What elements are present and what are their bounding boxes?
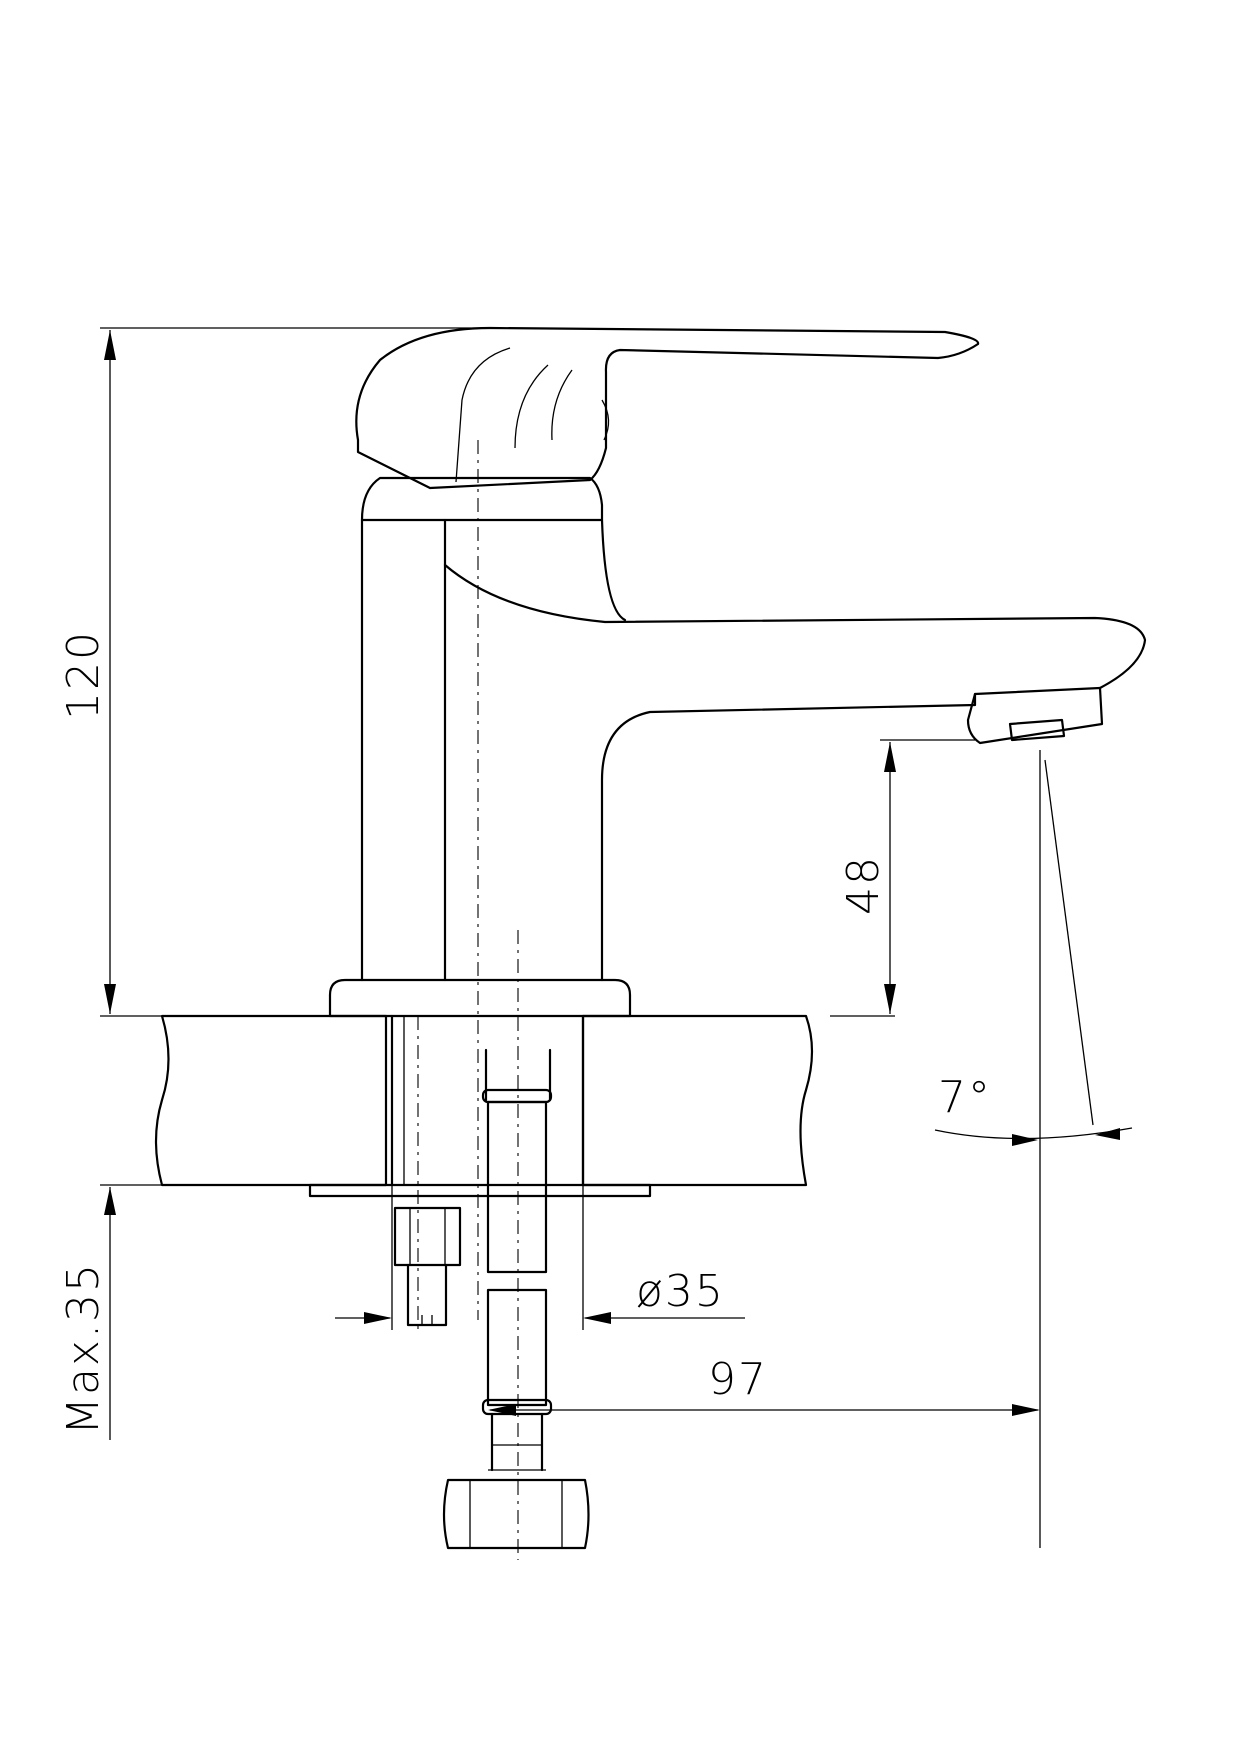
stud-slot xyxy=(421,1315,433,1325)
arrow-97-right xyxy=(1012,1404,1040,1416)
arrow-48-bottom xyxy=(884,984,896,1014)
handle-groove-1 xyxy=(455,347,511,483)
handle-groove-3 xyxy=(551,369,573,441)
spout-inner-curve xyxy=(600,518,627,622)
countertop-section xyxy=(130,1014,895,1198)
braided-hose-segment-1 xyxy=(486,1100,548,1274)
hose-hex-nut xyxy=(442,1478,590,1550)
hose-fitting-rings xyxy=(488,1444,546,1471)
aerator-housing xyxy=(966,686,1104,745)
hose-collar-top xyxy=(481,1088,553,1104)
threaded-shank xyxy=(390,1014,585,1187)
mounting-stud xyxy=(406,1263,448,1327)
dim-label-total-height: 120 xyxy=(58,630,109,720)
dimension-spout-reach: 97 xyxy=(488,1354,1040,1416)
base-flange xyxy=(328,978,632,1018)
dimension-shank-diameter: ø35 xyxy=(335,1185,745,1330)
countertop-right-block xyxy=(581,1014,814,1187)
dim-label-spout-clearance: 48 xyxy=(838,855,889,915)
dimension-max-counter-thickness: Max.35 xyxy=(58,1184,130,1440)
dim-label-max-counter-thickness: Max.35 xyxy=(58,1262,109,1435)
handle-outline xyxy=(355,326,980,490)
arrow-max35-top xyxy=(104,1187,116,1215)
handle-groove-2 xyxy=(514,364,549,449)
under-counter-fittings xyxy=(390,1014,590,1550)
spout-top-edge xyxy=(443,563,1147,690)
under-counter-washer xyxy=(308,1183,652,1198)
faucet-body xyxy=(328,476,1147,1018)
dim-label-shank-diameter: ø35 xyxy=(636,1266,725,1317)
arrow-48-top xyxy=(884,742,896,772)
lever-handle xyxy=(355,326,980,490)
arrow-angle-left xyxy=(1012,1134,1038,1146)
body-right-wall-and-spout xyxy=(600,692,977,982)
dim-label-spout-angle: 7° xyxy=(938,1072,992,1123)
center-lines xyxy=(417,440,519,1560)
arrow-120-bottom xyxy=(104,984,116,1014)
arrow-120-top xyxy=(104,330,116,360)
dimension-spout-clearance: 48 xyxy=(838,739,975,1014)
hose-ferrule xyxy=(481,1398,553,1416)
dimension-spout-angle: 7° xyxy=(934,750,1133,1548)
dimension-total-height: 120 xyxy=(58,327,490,1017)
hose-hex-nut-faces xyxy=(469,1480,563,1548)
arrow-97-left xyxy=(488,1404,516,1416)
cartridge-collar xyxy=(360,476,604,522)
dim-label-spout-reach: 97 xyxy=(708,1354,768,1405)
aerator-insert xyxy=(1008,718,1066,742)
mounting-nut-lines xyxy=(409,1208,446,1265)
handle-pivot-screw xyxy=(601,399,610,441)
countertop-left-block xyxy=(154,1014,388,1187)
braided-hose-segment-2 xyxy=(486,1288,548,1407)
mounting-nut xyxy=(393,1206,462,1267)
arrow-angle-right xyxy=(1095,1128,1120,1140)
arrow-35-right xyxy=(583,1312,611,1324)
arrow-35-left xyxy=(364,1312,392,1324)
flow-axis-angled xyxy=(1044,759,1094,1126)
hose-fitting-stem xyxy=(490,1412,544,1472)
